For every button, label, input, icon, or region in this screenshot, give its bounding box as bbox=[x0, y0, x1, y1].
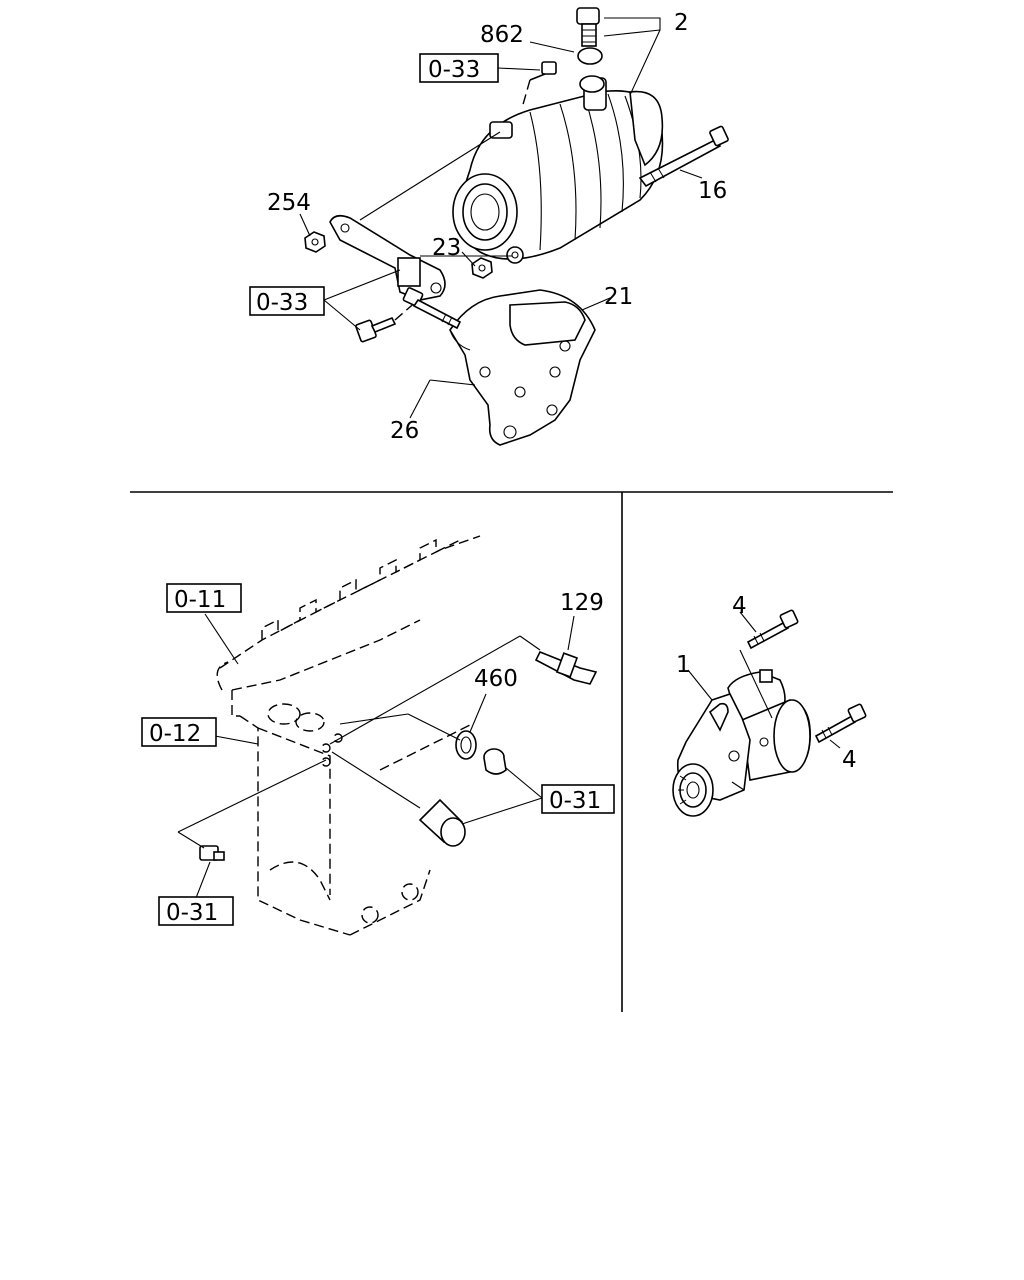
alternator-assembly bbox=[452, 77, 664, 264]
ref-011: 0-11 bbox=[174, 587, 226, 613]
bracket-bolt bbox=[355, 299, 419, 343]
nut-254 bbox=[304, 231, 326, 253]
mounting-bracket bbox=[449, 289, 596, 446]
ref-box-031-right bbox=[541, 784, 615, 814]
starter-bolt-top bbox=[739, 609, 799, 719]
small-bolt-top bbox=[521, 61, 557, 109]
ref-box-033-top bbox=[419, 53, 499, 83]
cup-plug bbox=[418, 798, 466, 847]
ref-012: 0-12 bbox=[149, 721, 201, 747]
long-bolt bbox=[638, 125, 729, 188]
ref-033-top: 0-33 bbox=[428, 57, 480, 83]
sealing-washer bbox=[577, 47, 605, 93]
callout-862: 862 bbox=[480, 22, 524, 48]
callout-460: 460 bbox=[474, 666, 518, 692]
leaders-top bbox=[299, 17, 703, 419]
callout-23: 23 bbox=[432, 235, 461, 261]
banjo-bolt bbox=[576, 7, 600, 47]
cylinder-block bbox=[216, 535, 481, 936]
temperature-sensor bbox=[534, 650, 598, 685]
ref-box-033-left bbox=[249, 286, 325, 316]
ref-031-right: 0-31 bbox=[549, 788, 601, 814]
adjusting-bracket bbox=[329, 214, 446, 301]
bolt-26 bbox=[402, 287, 462, 330]
callout-4-right: 4 bbox=[842, 747, 857, 773]
section-dividers bbox=[130, 491, 893, 1012]
callout-129: 129 bbox=[560, 590, 604, 616]
callout-21: 21 bbox=[604, 284, 633, 310]
leaders-block bbox=[177, 613, 575, 899]
ref-031-left: 0-31 bbox=[166, 900, 218, 926]
leaders-starter bbox=[687, 611, 841, 749]
callout-26: 26 bbox=[390, 418, 419, 444]
starter-motor bbox=[672, 669, 811, 817]
ref-033-left: 0-33 bbox=[256, 290, 308, 316]
drain-plug bbox=[199, 845, 225, 861]
ref-box-011 bbox=[166, 583, 242, 613]
plug bbox=[483, 748, 507, 775]
starter-bolt-right bbox=[814, 703, 867, 744]
ref-box-012 bbox=[141, 717, 217, 747]
washer-460 bbox=[455, 730, 477, 760]
callout-1: 1 bbox=[676, 652, 691, 678]
nut-23 bbox=[471, 257, 493, 279]
callout-4-top: 4 bbox=[732, 593, 747, 619]
callout-254: 254 bbox=[267, 190, 311, 216]
callout-16: 16 bbox=[698, 178, 727, 204]
callout-2: 2 bbox=[674, 10, 689, 36]
ref-box-031-left bbox=[158, 896, 234, 926]
